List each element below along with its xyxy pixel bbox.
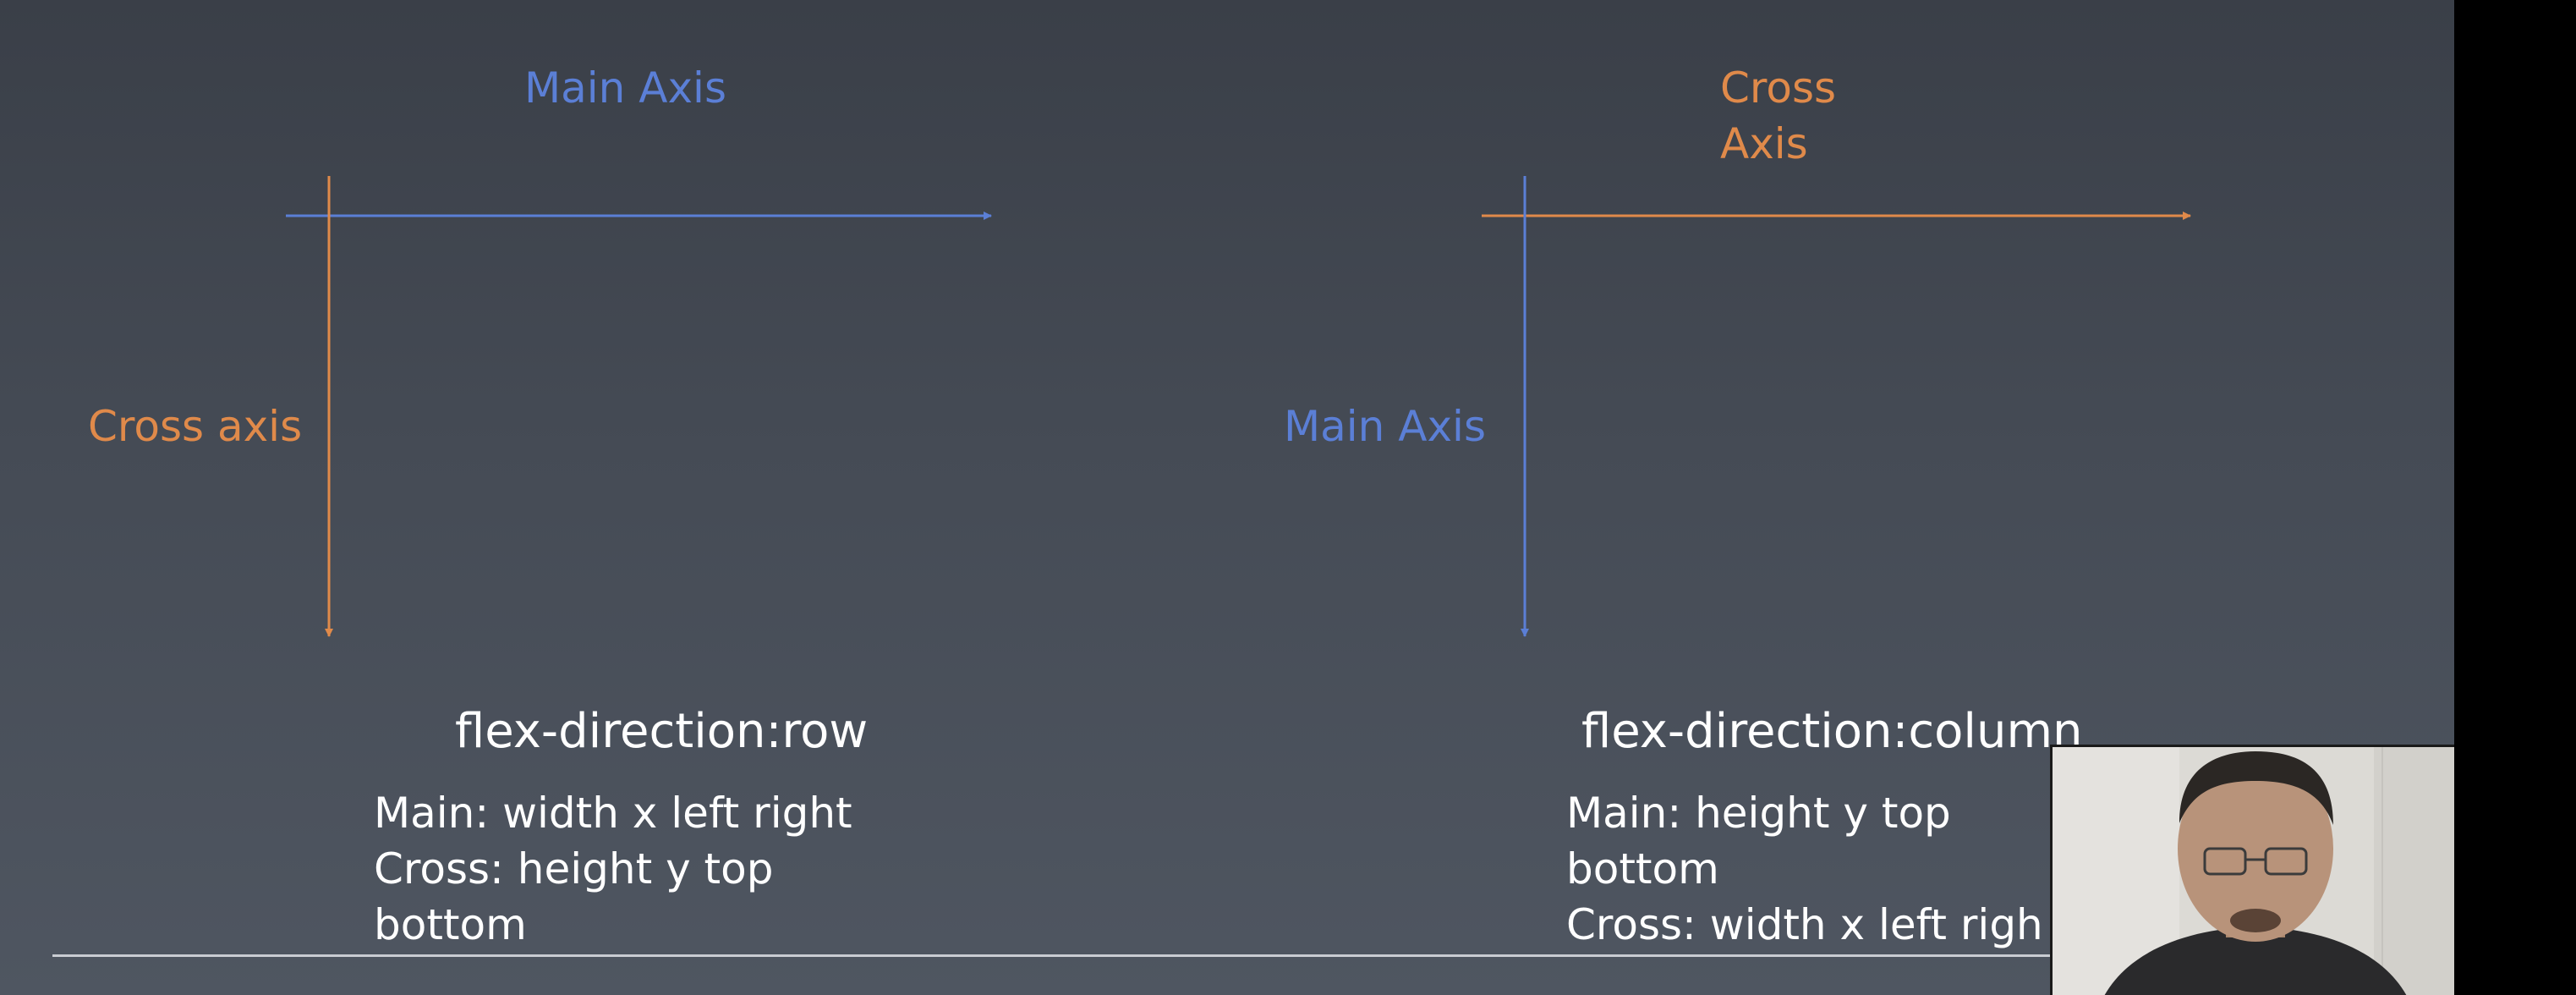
right-desc-line-1: Main: height y top — [1566, 789, 1951, 838]
left-main-axis-label: Main Axis — [524, 63, 726, 113]
left-desc-line-3: bottom — [374, 900, 527, 949]
right-main-axis-label: Main Axis — [1284, 402, 1486, 451]
axes-diagram — [286, 176, 2191, 637]
right-cross-axis-label-line-2: Axis — [1720, 119, 1808, 168]
right-desc-line-3: Cross: width x left righ — [1566, 900, 2043, 949]
left-title: flex-direction:row — [455, 704, 869, 759]
right-cross-axis-label-line-1: Cross — [1720, 63, 1837, 113]
left-cross-axis-label: Cross axis — [88, 402, 303, 451]
right-desc-line-2: bottom — [1566, 844, 1719, 893]
presentation-slide: Main Axis Cross axis flex-direction:row … — [0, 0, 2454, 995]
left-desc-line-1: Main: width x left right — [374, 789, 852, 838]
right-title: flex-direction:column — [1581, 704, 2083, 759]
presenter-video — [2053, 747, 2454, 995]
slide-divider-line — [52, 954, 2082, 957]
left-desc-line-2: Cross: height y top — [374, 844, 774, 893]
webcam-overlay — [2050, 745, 2454, 995]
